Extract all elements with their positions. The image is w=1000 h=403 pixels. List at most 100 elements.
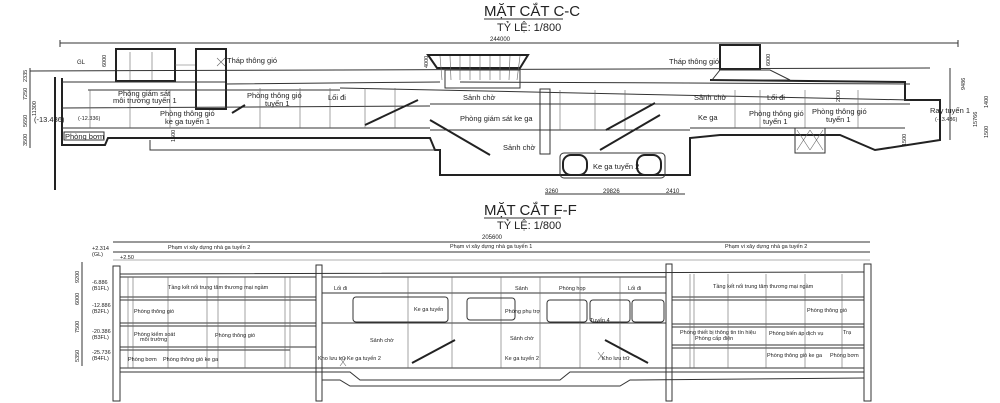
dim-15766: 15766 [973,112,979,127]
dim-7500: 7500 [75,321,81,333]
label: Phòng giám sát [118,89,171,98]
label: tuyến 1 [265,99,290,108]
label: Ke ga tuyến [414,307,443,313]
dim-1500-right: 1500 [902,134,908,146]
level-13436: (-13.436) [34,115,65,124]
level-name: (B2FL) [92,309,109,315]
lower-slab [149,140,440,151]
label: môi trường tuyến 1 [113,96,177,105]
vent-shaft-box [794,127,826,154]
label: Phòng họp [559,286,586,292]
label: Sảnh chờ [510,336,534,342]
fan-icon [597,351,605,361]
structure-outline [54,77,941,190]
label: Phòng giám sát ke ga [460,114,533,123]
label: Phòng thông gió [215,333,255,339]
label: Phòng thông gió [247,91,302,100]
level-value: -6.886 [92,280,108,286]
label: Ke ga tuyến 2 [593,162,639,171]
section-cc-title: MẶT CẮT C-C [484,2,580,20]
room-labels-ff: Tầng kết nối trung tâm thương mại ngầm P… [128,284,859,363]
label: Phòng thông gió [134,309,174,315]
dim-2335: 2335 [23,70,29,82]
gl-label: GL [77,60,86,66]
label: Phòng biến áp dịch vụ [769,331,823,337]
entrance-canopy [426,54,530,69]
columns-cc [89,88,859,130]
label: Trạ [843,330,852,336]
level-name: (B4FL) [92,356,109,362]
fan-icon [796,129,824,151]
dim-1400: 1400 [984,96,990,108]
dim-29826: 29826 [603,189,620,195]
dim-2000: 2000 [836,90,842,102]
section-cc: MẶT CẮT C-C TỶ LỆ: 1/800 244000 GL [23,2,990,195]
label: Phòng bơm [830,353,859,359]
label-vent-tower: Tháp thông gió [669,57,719,66]
level-plus250: +2.50 [120,255,134,261]
dim-7250: 7250 [23,88,29,100]
label: Lối đi [334,286,347,292]
dim-2410: 2410 [666,189,680,195]
label: Lối đi [628,286,641,292]
label: Tầng kết nối trung tâm thương mại ngầm [713,284,814,290]
dim-1500: 1500 [984,126,990,138]
section-ff-scale: TỶ LỆ: 1/800 [497,219,561,232]
level-markers: +2.314 (GL) -6.886 (B1FL) -12.886 (B2FL)… [75,246,111,362]
section-cc-scale: TỶ LỆ: 1/800 [497,21,561,34]
label: Phòng thông gió [812,107,867,116]
label: tuyến 1 [826,115,851,124]
dim-9200: 9200 [75,271,81,283]
label: Tuyến 4 [590,318,610,324]
label: Phòng thông gió [749,109,804,118]
vent-building-left [115,48,176,82]
label: Ke ga [698,113,718,122]
level-value: +2.314 [92,246,109,252]
label: (-13.436) [935,117,957,123]
label: Phòng phụ trợ [505,309,540,315]
level-b3 [62,127,905,131]
line2-platform-box [559,152,666,179]
label: Sảnh chờ [503,143,536,152]
dim-4000: 4000 [424,56,430,68]
dim-5350: 5350 [75,350,81,362]
label: Phòng thông gió ke ga [163,357,219,363]
dim-9486: 9486 [961,78,967,90]
label: Phòng bơm [128,357,157,363]
level-name: (B1FL) [92,286,109,292]
fan-icon [216,57,226,67]
level-b2 [61,103,910,109]
label: ke ga tuyến 1 [165,117,210,126]
label: Ke ga tuyến 2 [505,356,539,362]
label: Sảnh chờ [463,93,496,102]
escalators-cc [231,99,661,156]
level-value: -12.886 [92,303,111,309]
label: tuyến 1 [763,117,788,126]
overall-dimension: 205600 [482,235,503,241]
range-label-left: Phạm vi xây dựng nhà ga tuyến 2 [168,245,250,251]
roof-slab [62,81,911,85]
elevator-shaft [539,88,551,155]
vent-tower-base [710,69,791,81]
label: Sảnh chờ [694,93,727,102]
section-ff-title: MẶT CẮT F-F [484,201,577,219]
level-name: (B3FL) [92,335,109,341]
label: Phòng thông gió ke ga [767,353,823,359]
label: Phòng thông gió [160,109,215,118]
label: Lối đi [767,93,785,102]
label: Phòng bơm [65,132,104,141]
level-name: (GL) [92,252,103,258]
label: Lối đi [328,93,346,102]
label: Kho lưu trữ [602,356,630,362]
fan-icon [339,357,347,367]
range-label-middle: Phạm vi xây dựng nhà ga tuyến 1 [450,244,532,250]
escalators-ff [411,339,649,364]
canopy-louvers [439,55,521,89]
label: Phòng cấp điện [695,336,733,342]
level-12336: (-12.336) [78,116,100,122]
overall-dimension: 244000 [490,37,511,43]
vent-tower-left [195,48,227,110]
range-label-right: Phạm vi xây dựng nhà ga tuyến 2 [725,244,807,250]
dim-3260: 3260 [545,189,559,195]
